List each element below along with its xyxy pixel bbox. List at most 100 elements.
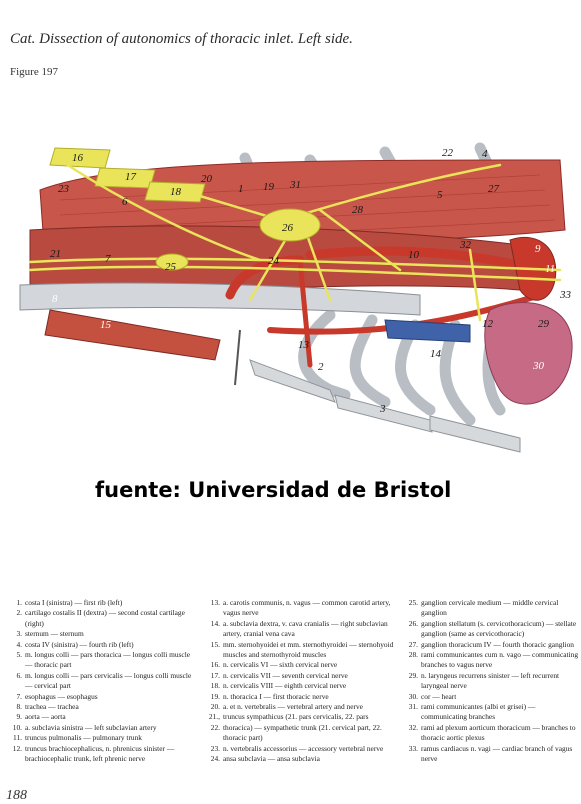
fig-label: 18 xyxy=(170,186,182,198)
legend-item: 7.esophagus — esophagus xyxy=(8,692,196,702)
source-credit: fuente: Universidad de Bristol xyxy=(95,478,452,502)
fig-label: 16 xyxy=(72,152,84,164)
fig-label: 30 xyxy=(532,360,545,372)
legend-item-text: a. subclavia dextra, v. cava cranialis —… xyxy=(223,618,388,639)
fig-label: 6 xyxy=(122,196,128,208)
legend-item-number: 16. xyxy=(210,660,220,670)
legend-item: 23.n. vertebralis accessorius — accessor… xyxy=(206,744,398,754)
page-title: Cat. Dissection of autonomics of thoraci… xyxy=(10,31,353,47)
legend-item: 8.trachea — trachea xyxy=(8,702,196,712)
legend-item-text: cor — heart xyxy=(421,691,457,701)
legend-item: 12.truncus brachiocephalicus, n. phrenic… xyxy=(8,744,196,765)
legend-item: 4.costa IV (sinistra) — fourth rib (left… xyxy=(8,640,196,650)
legend-item: 20.a. et n. vertebralis — vertebral arte… xyxy=(206,702,398,712)
legend-item-number: 9. xyxy=(16,712,22,722)
legend-item-number: 32. xyxy=(408,722,418,732)
fig-label: 14 xyxy=(430,348,442,360)
legend-item: 5.m. longus colli — pars thoracica — lon… xyxy=(8,650,196,671)
fig-label: 9 xyxy=(535,243,541,255)
legend-item-text: m. longus colli — pars cervicalis — long… xyxy=(25,670,192,691)
legend-item-number: 3. xyxy=(16,629,22,639)
legend-item: 3.sternum — sternum xyxy=(8,629,196,639)
fig-label: 15 xyxy=(100,319,112,331)
legend-column-3: 25.ganglion cervicale medium — middle ce… xyxy=(404,598,580,765)
page-number: 188 xyxy=(6,788,27,803)
legend-item-text: n. thoracica I — first thoracic nerve xyxy=(223,691,329,701)
legend-item: 27.ganglion thoracicum IV — fourth thora… xyxy=(404,640,580,650)
fig-label: 2 xyxy=(318,361,324,373)
legend-item-text: costa I (sinistra) — first rib (left) xyxy=(25,598,123,607)
legend-item: 11.truncus pulmonalis — pulmonary trunk xyxy=(8,733,196,743)
fig-label: 29 xyxy=(538,318,550,330)
trachea xyxy=(19,282,421,316)
legend-item-number: 33. xyxy=(408,743,418,753)
legend-item-number: 20. xyxy=(210,702,220,712)
legend-item-text: truncus sympathicus (21. pars cervicalis… xyxy=(223,712,382,743)
sternohyoid-muscle xyxy=(44,309,221,361)
fig-label: 32 xyxy=(459,239,472,251)
legend-item-number: 15. xyxy=(210,639,220,649)
legend-item-number: 8. xyxy=(16,702,22,712)
legend-item-text: rami communicantes cum n. vago — communi… xyxy=(421,650,579,670)
legend-item-text: rami communicantes (albi et grisei) — co… xyxy=(421,702,536,722)
fig-label: 17 xyxy=(125,171,137,183)
legend-item-number: 24. xyxy=(210,754,220,764)
legend-item-text: n. cervicalis VII — seventh cervical ner… xyxy=(223,670,348,680)
legend-item-text: rami ad plexum aorticum thoracicum — bra… xyxy=(421,722,576,743)
legend-item: 33.ramus cardiacus n. vagi — cardiac bra… xyxy=(404,744,580,765)
legend-item-number: 10. xyxy=(12,722,22,732)
legend-item-text: mm. sternohyoidei et mm. sternothyroidei… xyxy=(223,639,394,660)
sternum xyxy=(249,359,521,453)
figure-legend: 1.costa I (sinistra) — first rib (left)2… xyxy=(8,598,580,790)
legend-item-text: n. vertebralis accessorius — accessory v… xyxy=(223,743,384,753)
dissection-drawing: 1 2 3 4 5 6 7 8 9 10 11 12 13 14 15 16 1… xyxy=(19,142,573,453)
legend-item-text: a. subclavia sinistra — left subclavian … xyxy=(25,722,157,732)
legend-item-text: ansa subclavia — ansa subclavia xyxy=(223,754,320,764)
legend-item-number: 4. xyxy=(16,639,22,649)
legend-item-number: 2. xyxy=(16,608,22,618)
legend-item-text: trachea — trachea xyxy=(25,702,79,712)
legend-item: 18.n. cervicalis VIII — eighth cervical … xyxy=(206,681,398,691)
fig-label: 20 xyxy=(201,173,213,185)
vena-cava xyxy=(384,319,471,343)
fig-label: 25 xyxy=(165,261,177,273)
legend-item-number: 11. xyxy=(13,733,22,743)
fig-label: 27 xyxy=(488,183,500,195)
legend-item: 31.rami communicantes (albi et grisei) —… xyxy=(404,702,580,723)
legend-item-text: a. et n. vertebralis — vertebral artery … xyxy=(223,702,363,712)
legend-item-text: cartilago costalis II (dextra) — second … xyxy=(25,608,185,628)
legend-item: 9.aorta — aorta xyxy=(8,712,196,722)
legend-item-number: 28. xyxy=(408,650,418,660)
legend-item: 24.ansa subclavia — ansa subclavia xyxy=(206,754,398,764)
figure-label: Figure 197 xyxy=(10,66,58,78)
legend-item: 16.n. cervicalis VI — sixth cervical ner… xyxy=(206,660,398,670)
fig-label: 5 xyxy=(437,189,443,201)
legend-item-text: truncus pulmonalis — pulmonary trunk xyxy=(25,733,143,743)
fig-label: 12 xyxy=(482,318,494,330)
legend-item-number: 21., 22. xyxy=(208,712,220,732)
legend-item-number: 18. xyxy=(210,681,220,691)
legend-item: 6.m. longus colli — pars cervicalis — lo… xyxy=(8,671,196,692)
fig-label: 7 xyxy=(105,253,111,265)
legend-item-text: truncus brachiocephalicus, n. phrenicus … xyxy=(25,743,175,764)
legend-column-1: 1.costa I (sinistra) — first rib (left)2… xyxy=(8,598,196,765)
legend-item-number: 29. xyxy=(408,670,418,680)
legend-item-number: 5. xyxy=(16,650,22,660)
legend-item: 26.ganglion stellatum (s. cervicothoraci… xyxy=(404,619,580,640)
legend-item-number: 14. xyxy=(210,618,220,628)
legend-item-text: sternum — sternum xyxy=(25,629,84,639)
legend-item-number: 31. xyxy=(408,702,418,712)
legend-item-number: 13. xyxy=(210,598,220,607)
legend-item: 32.rami ad plexum aorticum thoracicum — … xyxy=(404,723,580,744)
legend-item: 25.ganglion cervicale medium — middle ce… xyxy=(404,598,580,619)
legend-item-number: 17. xyxy=(210,670,220,680)
legend-item-text: esophagus — esophagus xyxy=(25,691,98,701)
fig-label: 23 xyxy=(58,183,70,195)
legend-item-text: n. cervicalis VI — sixth cervical nerve xyxy=(223,660,338,670)
legend-item-number: 7. xyxy=(16,691,22,701)
fig-label: 31 xyxy=(289,179,301,191)
legend-item: 28.rami communicantes cum n. vago — comm… xyxy=(404,650,580,671)
fig-label: 19 xyxy=(263,181,275,193)
legend-item-number: 27. xyxy=(408,639,418,649)
fig-label: 10 xyxy=(408,249,420,261)
